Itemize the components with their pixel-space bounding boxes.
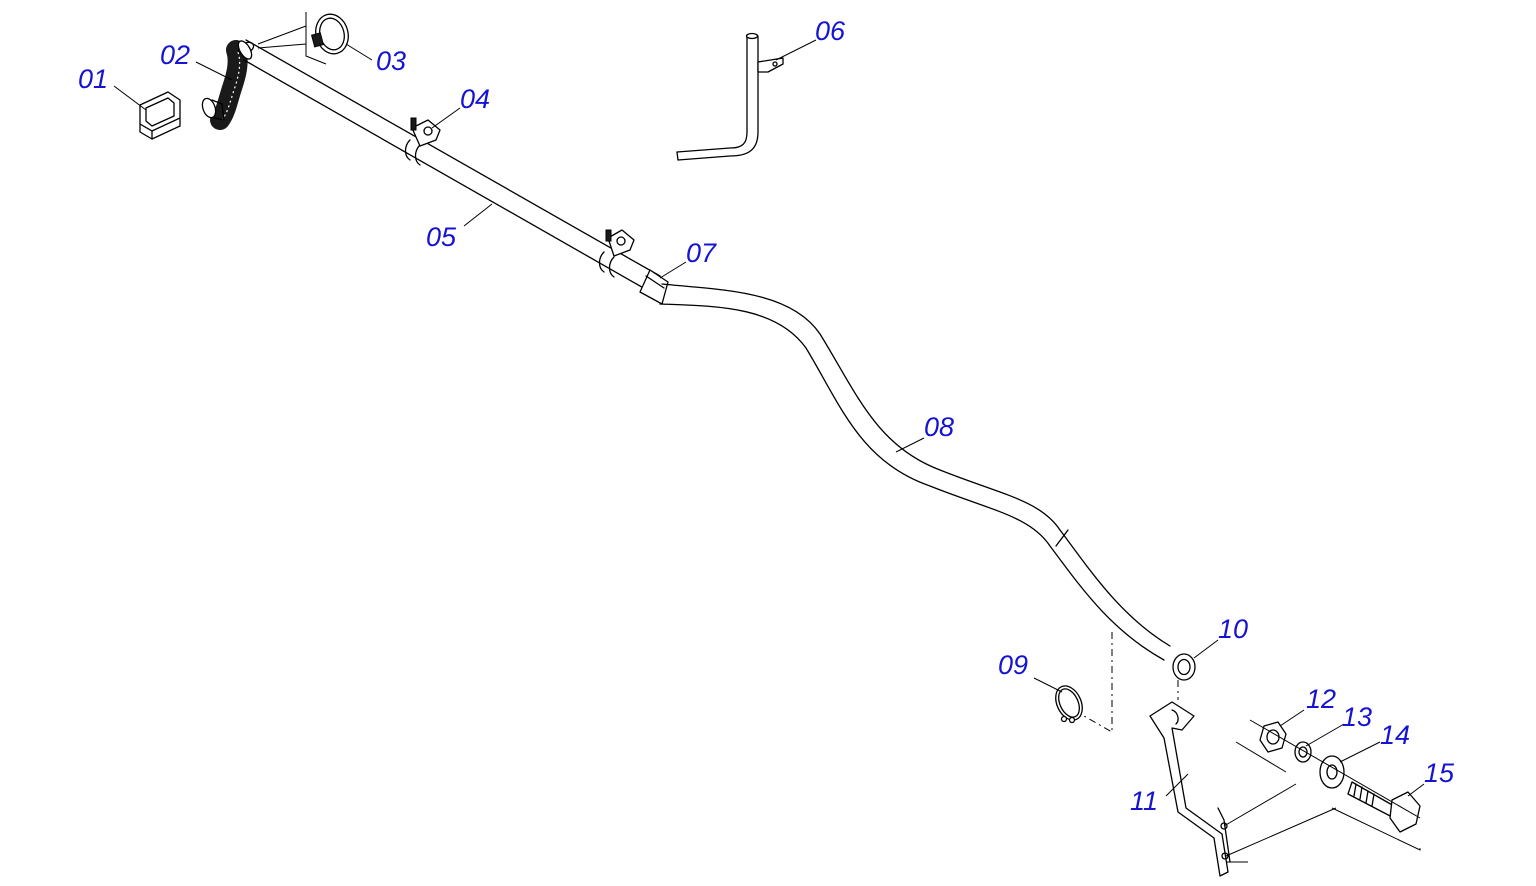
callout-leaders — [113, 39, 1425, 797]
callout-12: 12 — [1306, 684, 1336, 714]
callout-10: 10 — [1218, 614, 1248, 644]
callout-13: 13 — [1342, 702, 1372, 732]
part-06-bent-rod — [676, 32, 784, 161]
part-08-curved-tube — [659, 283, 1171, 661]
part-05-straight-tube — [237, 39, 661, 295]
callout-04: 04 — [460, 84, 490, 114]
part-10-grommet — [1172, 653, 1196, 681]
fastener-axis-lines — [1235, 719, 1421, 851]
callout-09: 09 — [998, 650, 1028, 680]
callout-labels: 01 02 03 04 05 06 07 08 09 10 11 12 13 1… — [78, 16, 1455, 816]
assembly-centerline-09 — [1083, 632, 1113, 733]
callout-01: 01 — [78, 64, 108, 94]
callout-05: 05 — [426, 222, 457, 252]
part-13-lock-washer — [1294, 741, 1312, 763]
part-11-bracket — [1149, 701, 1231, 877]
part-11-bracket-lines — [1223, 783, 1337, 863]
callout-07: 07 — [686, 238, 717, 268]
part-04-p-clip-second — [605, 229, 635, 257]
callout-14: 14 — [1380, 720, 1410, 750]
callout-06: 06 — [815, 16, 846, 46]
part-15-bolt — [1347, 781, 1421, 833]
callout-15: 15 — [1424, 758, 1455, 788]
part-03-bracket-lines — [257, 12, 327, 65]
callout-11: 11 — [1130, 786, 1158, 816]
part-04-p-clip — [410, 117, 441, 147]
part-03-hose-clamp — [310, 13, 349, 55]
callout-02: 02 — [160, 40, 190, 70]
part-01-rect-clamp — [139, 91, 181, 140]
callout-08: 08 — [924, 412, 954, 442]
callout-03: 03 — [376, 46, 406, 76]
part-12-nut — [1259, 721, 1287, 753]
part-09-circlip — [1055, 685, 1083, 724]
